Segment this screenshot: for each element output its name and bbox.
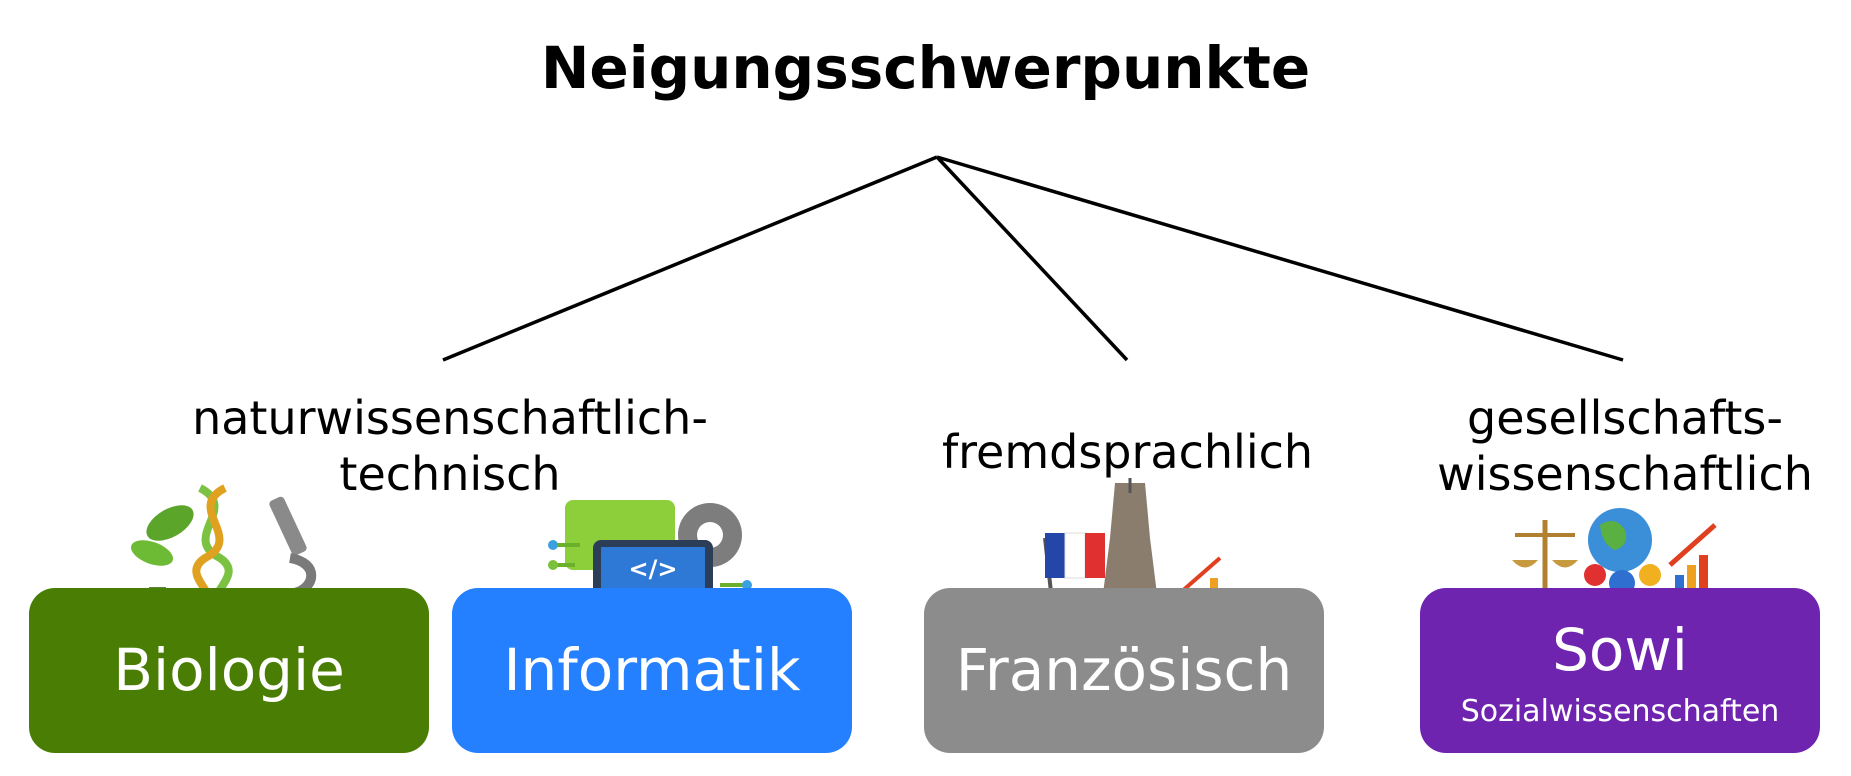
subject-subtitle-sowi: Sozialwissenschaften [1460,694,1780,729]
code-glyph: </> [629,555,678,583]
connector-line-fremdsprachlich [935,155,1129,362]
category-label-nawi: naturwissenschaftlich- technisch [192,391,708,501]
category-label-gesellschaft: gesellschafts- wissenschaftlich [1437,391,1813,501]
subject-card-franzoesisch[interactable]: Französisch [924,588,1324,753]
category-label-fremdsprachlich: fremdsprachlich [941,425,1314,479]
subject-card-biologie[interactable]: Biologie [29,588,429,753]
subject-name-franzoesisch: Französisch [955,636,1293,704]
connector-line-nawi [442,155,938,362]
subject-name-sowi: Sowi [1552,616,1688,684]
subject-name-informatik: Informatik [503,636,801,704]
subject-name-biologie: Biologie [113,636,345,704]
diagram-title: Neigungsschwerpunkte [540,34,1311,102]
subject-card-sowi[interactable]: Sowi Sozialwissenschaften [1420,588,1820,753]
connector-line-gesellschaft [936,155,1624,362]
subject-card-informatik[interactable]: Informatik [452,588,852,753]
